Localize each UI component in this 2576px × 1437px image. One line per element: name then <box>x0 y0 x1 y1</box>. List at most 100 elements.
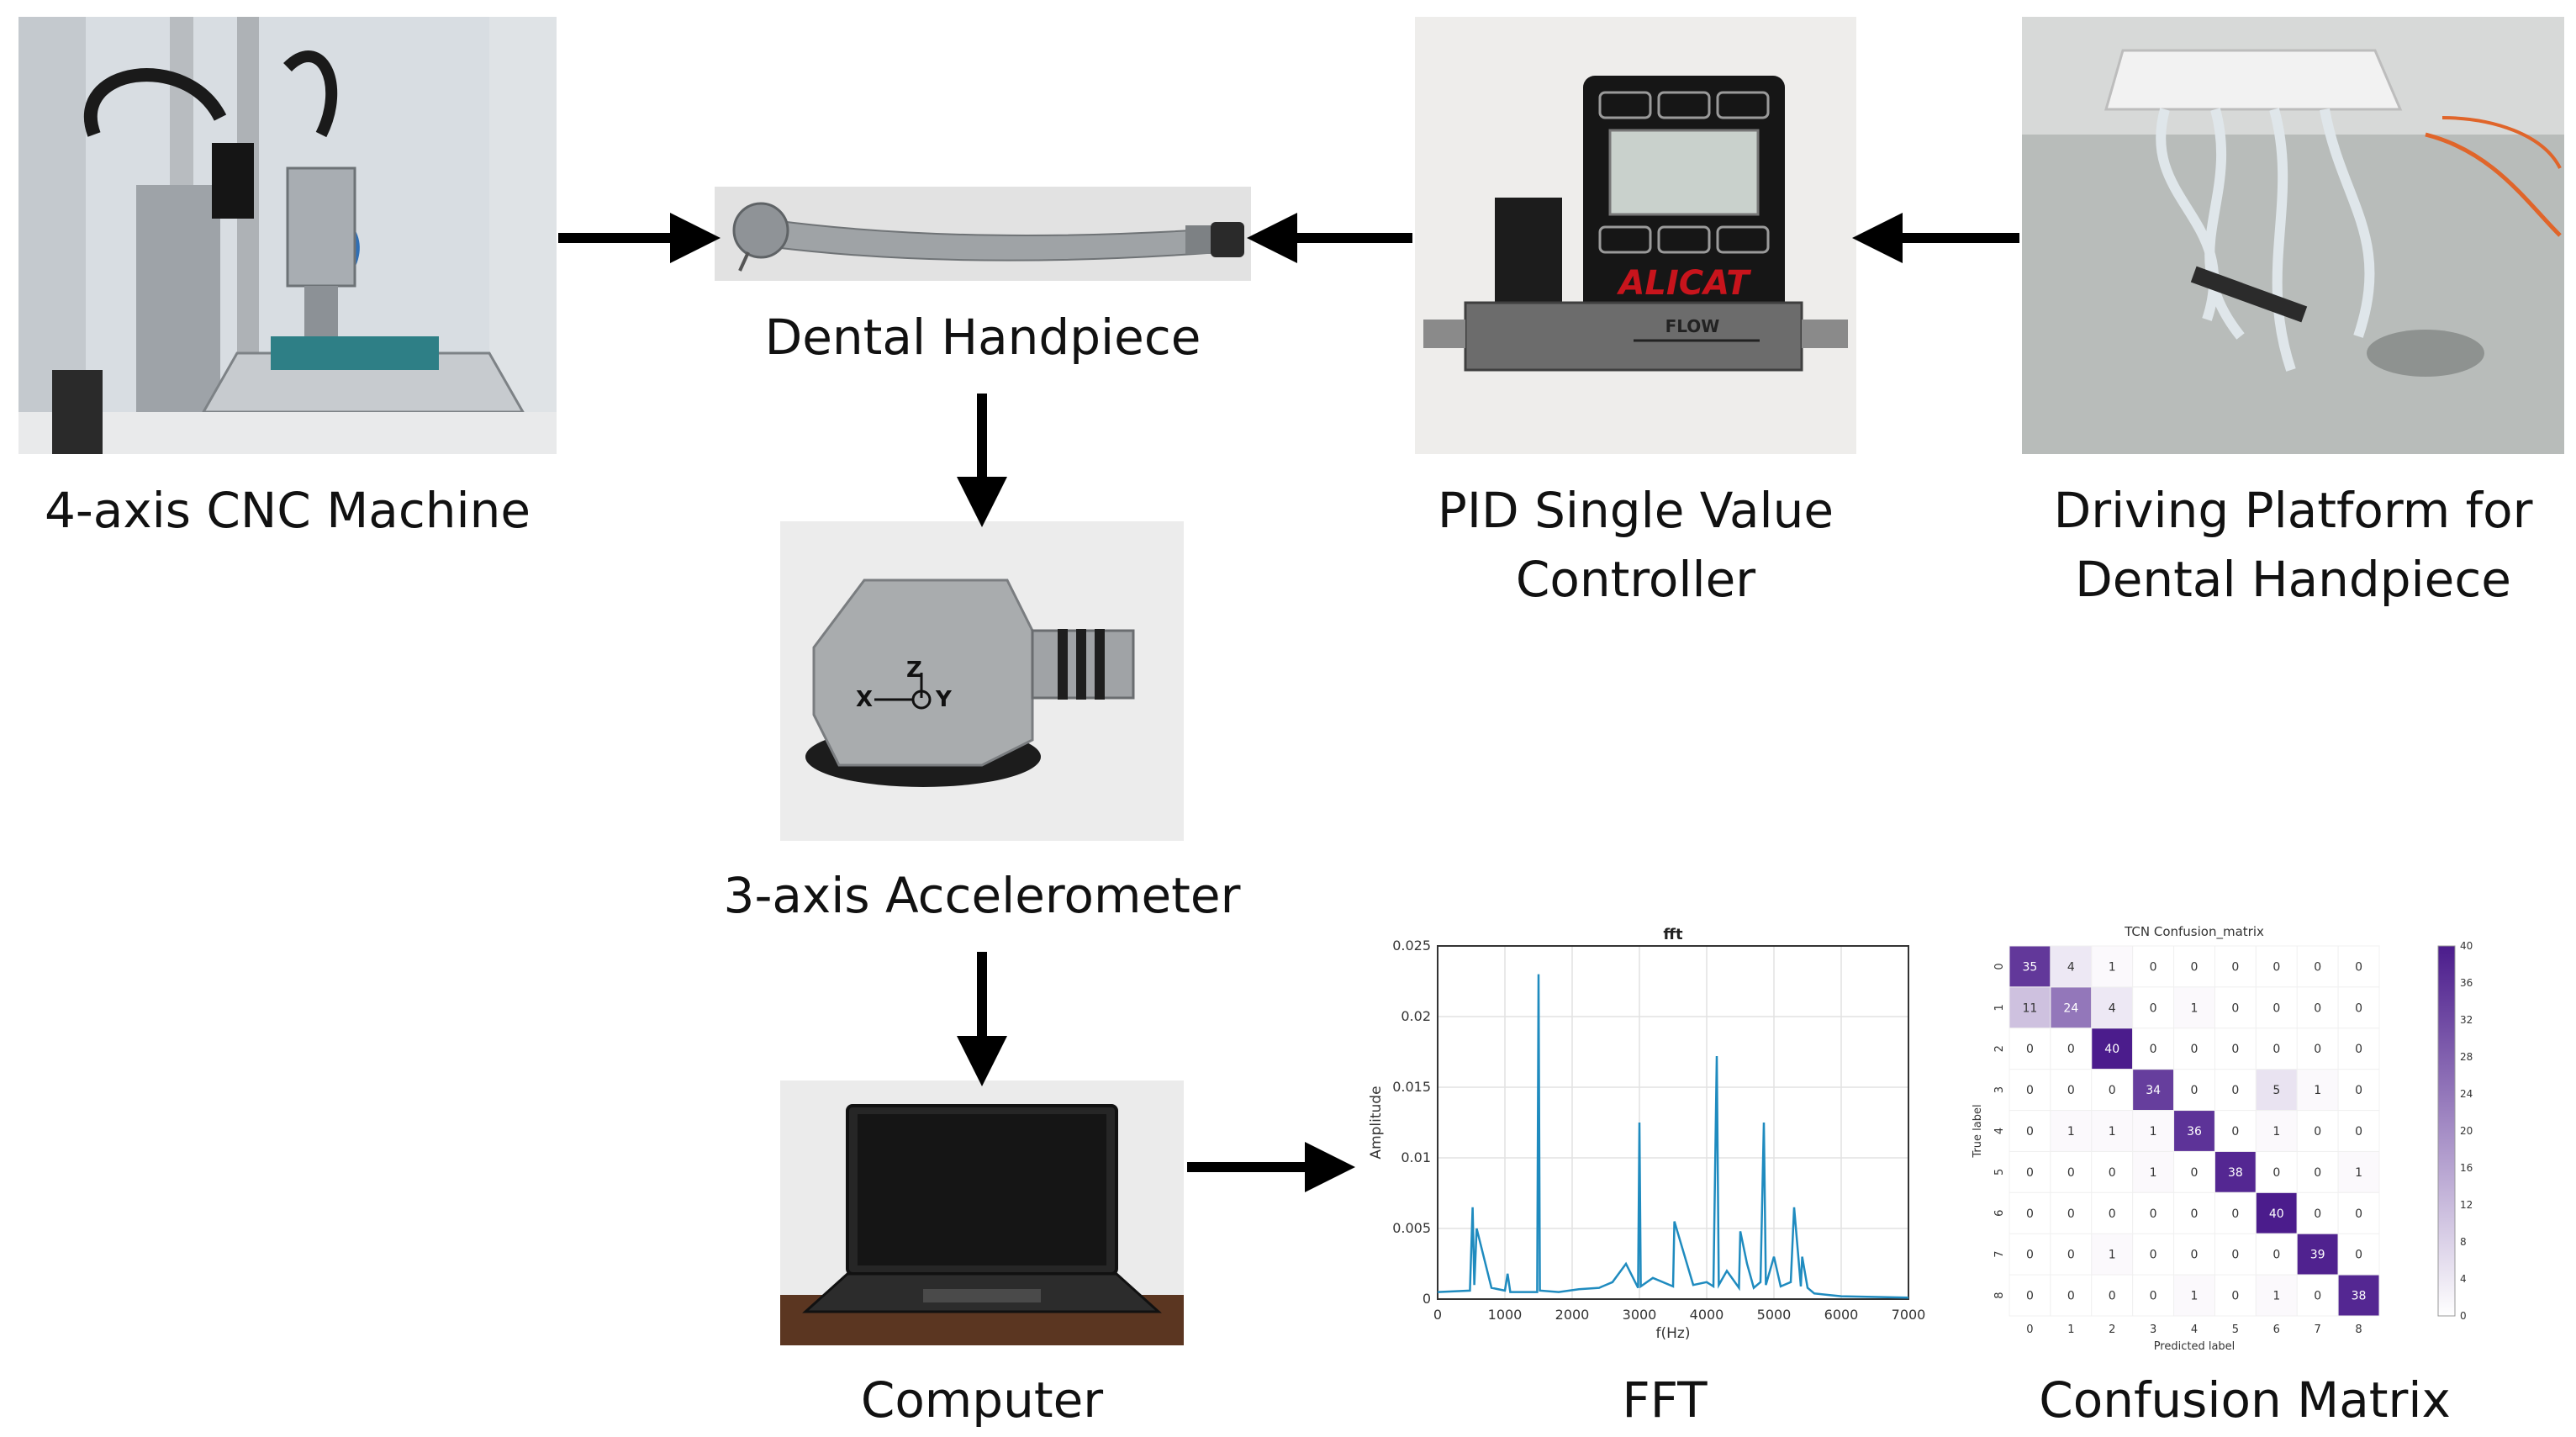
fft-ytick-label: 0.02 <box>1401 1008 1431 1024</box>
pid-caption-line2: Controller <box>1515 551 1756 608</box>
colorbar-tick-label: 20 <box>2460 1125 2473 1137</box>
confusion-cell-value: 0 <box>2067 1043 2075 1056</box>
confusion-cell <box>2296 1028 2339 1070</box>
axis-y-label: Y <box>935 687 953 712</box>
fft-title: fft <box>1663 926 1683 943</box>
confusion-cell-value: 0 <box>2026 1166 2034 1180</box>
confusion-cell-value: 0 <box>2231 1043 2239 1056</box>
confusion-x-tick-label: 5 <box>2232 1323 2239 1336</box>
confusion-cell <box>2132 1191 2175 1234</box>
confusion-title: TCN Confusion_matrix <box>2124 924 2264 940</box>
confusion-cell <box>2009 1150 2051 1193</box>
confusion-cell-value: 0 <box>2026 1207 2034 1221</box>
fft-ytick-label: 0.015 <box>1392 1079 1431 1095</box>
confusion-cell <box>2009 986 2051 1029</box>
confusion-cell <box>2214 1069 2257 1112</box>
confusion-cell <box>2132 1110 2175 1152</box>
confusion-cell-value: 0 <box>2272 1249 2280 1262</box>
colorbar-tick-label: 40 <box>2460 940 2473 952</box>
confusion-cell <box>2091 1191 2134 1234</box>
axis-z-label: Z <box>906 658 922 683</box>
confusion-cell <box>2296 1110 2339 1152</box>
confusion-y-tick-label: 6 <box>1993 1210 2006 1217</box>
confusion-cell-value: 0 <box>2314 1043 2321 1056</box>
confusion-cell-value: 38 <box>2352 1290 2367 1303</box>
alicat-logo: ALICAT <box>1616 264 1751 303</box>
confusion-cell <box>2132 1274 2175 1317</box>
fft-ytick-label: 0 <box>1423 1291 1431 1307</box>
confusion-cell <box>2132 986 2175 1029</box>
colorbar-tick-label: 8 <box>2460 1236 2467 1248</box>
confusion-cell <box>2337 1233 2380 1276</box>
accelerometer-caption: 3-axis Accelerometer <box>723 867 1241 924</box>
confusion-cell <box>2337 1069 2380 1112</box>
confusion-cell <box>2173 1233 2215 1276</box>
fft-ytick-label: 0.005 <box>1392 1220 1431 1236</box>
fft-xtick-label: 3000 <box>1623 1307 1657 1323</box>
confusion-cell-value: 0 <box>2150 1290 2157 1303</box>
confusion-cell-value: 0 <box>2067 1166 2075 1180</box>
fft-xtick-label: 1000 <box>1488 1307 1523 1323</box>
confusion-cell-value: 1 <box>2355 1166 2362 1180</box>
fft-xtick-label: 5000 <box>1757 1307 1792 1323</box>
flow-label: FLOW <box>1665 316 1720 336</box>
confusion-cell <box>2050 1274 2093 1317</box>
confusion-cell-value: 0 <box>2109 1166 2116 1180</box>
confusion-cell <box>2255 1274 2298 1317</box>
accelerometer-photo: Z X Y <box>780 521 1184 841</box>
confusion-cell <box>2214 1233 2257 1276</box>
confusion-x-tick-label: 4 <box>2191 1323 2198 1336</box>
confusion-x-axis-label: Predicted label <box>2154 1340 2236 1350</box>
fft-frame <box>1437 945 1909 1300</box>
confusion-cell-value: 0 <box>2231 1207 2239 1221</box>
colorbar <box>2437 945 2456 1317</box>
platform-caption-line1: Driving Platform for <box>2053 482 2533 539</box>
fft-xtick-label: 0 <box>1433 1307 1442 1323</box>
confusion-cell-value: 0 <box>2191 1166 2199 1180</box>
axis-x-label: X <box>856 687 873 712</box>
confusion-y-tick-label: 4 <box>1993 1128 2006 1134</box>
confusion-cell <box>2337 1191 2380 1234</box>
confusion-cell-value: 0 <box>2314 1001 2321 1015</box>
confusion-y-axis-label: True label <box>1972 1104 1984 1158</box>
confusion-cell-value: 1 <box>2314 1084 2321 1097</box>
confusion-cell-value: 1 <box>2272 1125 2280 1139</box>
confusion-cell <box>2296 1274 2339 1317</box>
confusion-cell-value: 1 <box>2191 1290 2199 1303</box>
confusion-caption: Confusion Matrix <box>2039 1371 2451 1429</box>
confusion-y-tick-label: 5 <box>1993 1169 2006 1175</box>
confusion-cell-value: 5 <box>2272 1084 2280 1097</box>
confusion-cell-value: 0 <box>2231 1290 2239 1303</box>
confusion-cell <box>2296 1150 2339 1193</box>
confusion-cell <box>2214 1274 2257 1317</box>
axis-marking: Z X Y <box>856 658 953 712</box>
confusion-cell-value: 0 <box>2355 1125 2362 1139</box>
confusion-x-tick-label: 8 <box>2355 1323 2362 1336</box>
confusion-cell <box>2214 1150 2257 1193</box>
confusion-y-tick-label: 3 <box>1993 1086 2006 1093</box>
colorbar-tick-label: 16 <box>2460 1162 2473 1174</box>
platform-caption-line2: Dental Handpiece <box>2075 551 2511 608</box>
confusion-cell <box>2009 1028 2051 1070</box>
confusion-cell <box>2173 945 2215 988</box>
confusion-cell <box>2173 1069 2215 1112</box>
driving-platform-photo <box>2022 17 2564 454</box>
confusion-cell-value: 0 <box>2067 1084 2075 1097</box>
computer-photo <box>780 1080 1184 1345</box>
pid-controller-photo: ALICAT FLOW <box>1415 17 1856 454</box>
colorbar-tick-label: 0 <box>2460 1310 2467 1322</box>
fft-ytick-label: 0.01 <box>1401 1149 1431 1165</box>
confusion-cell <box>2050 1028 2093 1070</box>
confusion-cell-value: 0 <box>2150 1207 2157 1221</box>
confusion-cell <box>2009 1274 2051 1317</box>
pid-caption-line1: PID Single Value <box>1437 482 1834 539</box>
confusion-cell-value: 0 <box>2026 1125 2034 1139</box>
confusion-x-tick-label: 7 <box>2315 1323 2321 1336</box>
confusion-cell-value: 1 <box>2109 960 2116 974</box>
confusion-cell-value: 0 <box>2272 960 2280 974</box>
confusion-cell <box>2337 1150 2380 1193</box>
confusion-cell-value: 0 <box>2355 1084 2362 1097</box>
cnc-machine-photo <box>18 17 557 454</box>
